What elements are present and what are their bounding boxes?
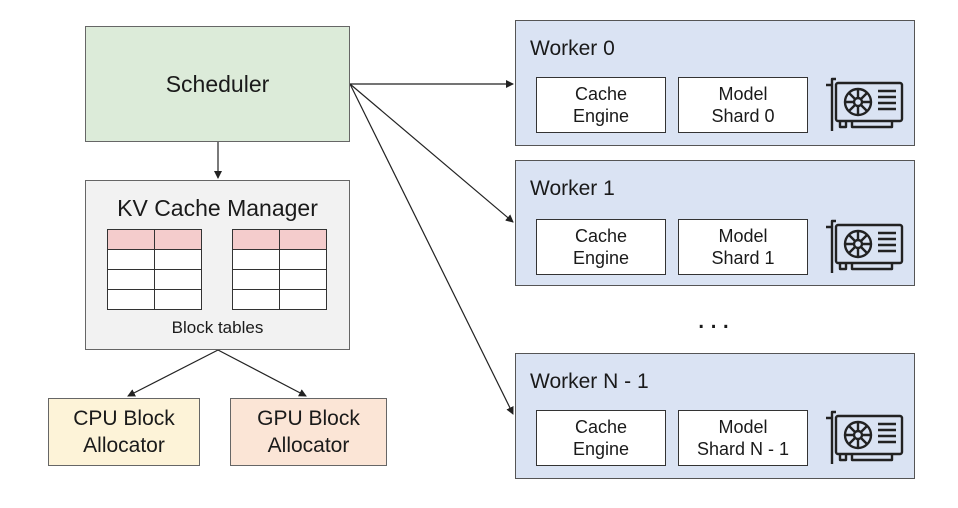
- block-tables-caption: Block tables: [171, 318, 264, 337]
- cache-engine-line1: Cache: [574, 84, 628, 104]
- gpu-allocator-line2: Allocator: [267, 434, 350, 457]
- block-table-left: [107, 229, 202, 310]
- kv-cache-manager-title: KV Cache Manager: [117, 195, 318, 221]
- worker-0-title: Worker 0: [530, 37, 615, 60]
- gpu-block-allocator-box: GPU Block Allocator: [230, 398, 387, 466]
- worker-n-1-title: Worker N - 1: [530, 370, 649, 393]
- model-shard-line2: Shard N - 1: [696, 439, 790, 459]
- gpu-card-icon: [826, 219, 904, 273]
- scheduler-label: Scheduler: [165, 70, 270, 97]
- gpu-allocator-line1: GPU Block: [257, 407, 360, 430]
- arrow-kv-manager-to-cpu-allocator: [127, 349, 219, 397]
- cpu-allocator-line2: Allocator: [83, 434, 165, 457]
- model-shard-line2: Shard 1: [711, 248, 775, 268]
- block-table-right: [232, 229, 327, 310]
- cache-engine-line2: Engine: [572, 106, 630, 126]
- gpu-card-icon: [826, 77, 904, 131]
- arrow-scheduler-to-worker-n-1: [349, 83, 514, 415]
- cache-engine-line2: Engine: [572, 248, 630, 268]
- gpu-card-icon: [826, 410, 904, 464]
- cache-engine-line2: Engine: [572, 439, 630, 459]
- kv-cache-manager-box: KV Cache Manager: [85, 180, 350, 350]
- cpu-allocator-line1: CPU Block: [73, 407, 175, 430]
- model-shard-line1: Model: [718, 417, 768, 437]
- cpu-block-allocator-box: CPU Block Allocator: [48, 398, 200, 466]
- cache-engine-line1: Cache: [574, 417, 628, 437]
- arrow-scheduler-to-worker-1: [349, 83, 514, 223]
- more-workers-ellipsis: ...: [697, 302, 735, 335]
- model-shard-line2: Shard 0: [711, 106, 775, 126]
- arrow-kv-manager-to-gpu-allocator: [217, 349, 307, 397]
- model-shard-line1: Model: [718, 226, 768, 246]
- scheduler-box: Scheduler: [85, 26, 350, 142]
- model-shard-line1: Model: [718, 84, 768, 104]
- worker-1-title: Worker 1: [530, 177, 615, 200]
- cache-engine-line1: Cache: [574, 226, 628, 246]
